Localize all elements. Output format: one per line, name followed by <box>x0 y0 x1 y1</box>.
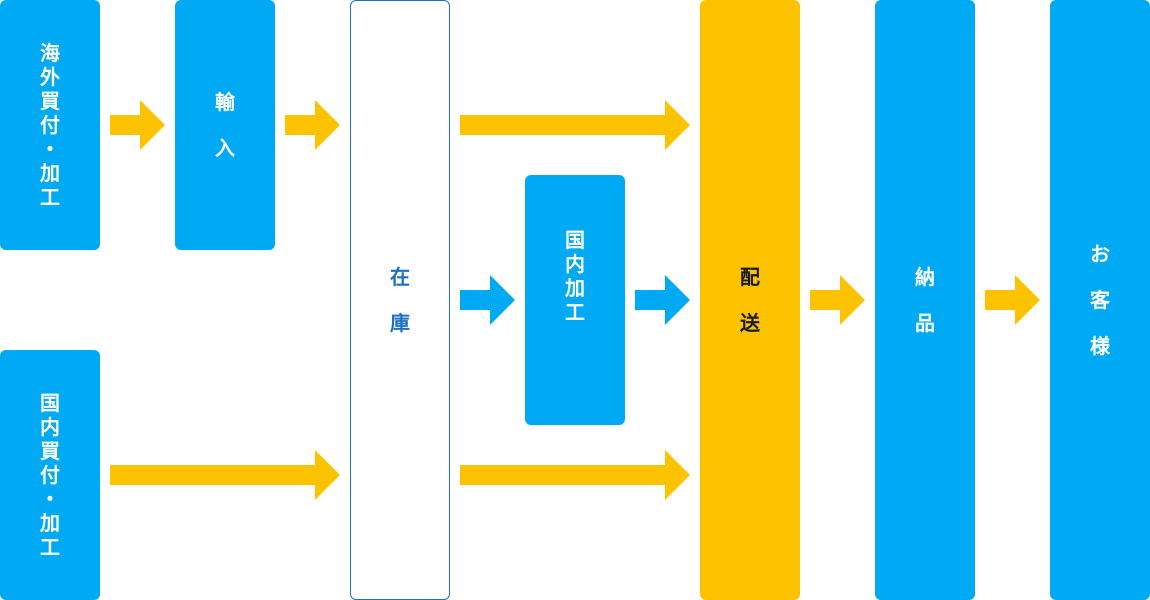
label-char: ・ <box>40 487 60 511</box>
node-nohin: 納品 <box>875 0 975 600</box>
label-char: 国 <box>565 228 585 252</box>
node-import-label: 輸入 <box>213 79 237 171</box>
node-overseas-purchase: 海外買付・加工 <box>0 0 100 250</box>
node-delivery: 配送 <box>700 0 800 600</box>
arrow-nohin-to-customer <box>985 275 1040 325</box>
label-char: 庫 <box>390 311 410 335</box>
arrow-import-to-stock <box>285 100 340 150</box>
label-char: 海 <box>40 41 60 65</box>
node-stock-label: 在庫 <box>388 254 412 346</box>
arrow-stock-to-delivery-top <box>460 100 690 150</box>
label-char: 加 <box>40 161 60 185</box>
label-char: 納 <box>915 265 935 289</box>
arrow-domestic-purchase-to-stock <box>110 450 340 500</box>
label-char: 加 <box>40 511 60 535</box>
arrow-overseas-to-import <box>110 100 165 150</box>
node-domestic-purchase-label: 国内買付・加工 <box>38 391 62 559</box>
label-char: 品 <box>915 311 935 335</box>
arrow-stock-to-processing <box>460 275 515 325</box>
label-char: 在 <box>390 265 410 289</box>
label-char: ・ <box>40 137 60 161</box>
node-customer-label: お客様 <box>1088 231 1112 369</box>
label-char: 内 <box>40 415 60 439</box>
label-char: お <box>1090 242 1110 266</box>
label-char: 外 <box>40 65 60 89</box>
node-delivery-label: 配送 <box>738 254 762 346</box>
label-char: 輸 <box>215 90 235 114</box>
label-char: 買 <box>40 89 60 113</box>
node-stock: 在庫 <box>350 0 450 600</box>
arrow-stock-to-delivery-bottom <box>460 450 690 500</box>
arrow-processing-to-delivery <box>635 275 690 325</box>
node-domestic-processing-label: 国内加工 <box>563 228 587 324</box>
node-customer: お客様 <box>1050 0 1150 600</box>
label-char: 工 <box>40 185 60 209</box>
label-char: 国 <box>40 391 60 415</box>
node-nohin-label: 納品 <box>913 254 937 346</box>
node-domestic-processing: 国内加工 <box>525 175 625 425</box>
label-char: 配 <box>740 265 760 289</box>
label-char: 工 <box>565 300 585 324</box>
arrow-delivery-to-nohin <box>810 275 865 325</box>
node-overseas-purchase-label: 海外買付・加工 <box>38 41 62 209</box>
label-char: 工 <box>40 535 60 559</box>
node-domestic-purchase: 国内買付・加工 <box>0 350 100 600</box>
label-char: 入 <box>215 136 235 160</box>
node-import: 輸入 <box>175 0 275 250</box>
label-char: 様 <box>1090 334 1110 358</box>
label-char: 内 <box>565 252 585 276</box>
label-char: 付 <box>40 463 60 487</box>
label-char: 客 <box>1090 288 1110 312</box>
label-char: 送 <box>740 311 760 335</box>
label-char: 加 <box>565 276 585 300</box>
label-char: 買 <box>40 439 60 463</box>
label-char: 付 <box>40 113 60 137</box>
